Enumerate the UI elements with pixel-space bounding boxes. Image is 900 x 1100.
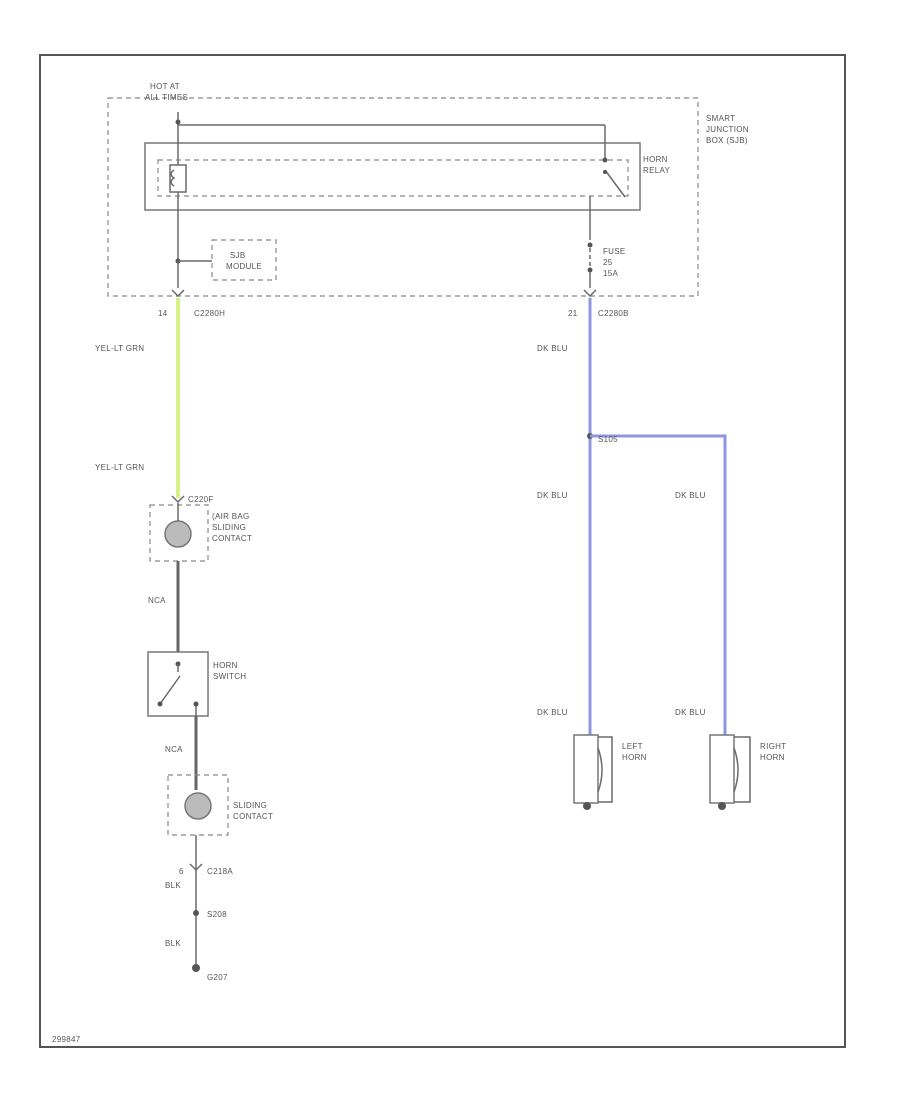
horn-switch-arm <box>159 675 181 705</box>
horn-switch-output-contact <box>193 701 199 707</box>
label-sliding-contact-2: CONTACT <box>233 812 273 821</box>
label-fuse-1: FUSE <box>603 247 626 256</box>
horn-relay-inner <box>157 159 629 197</box>
label-air-bag-3: CONTACT <box>212 534 252 543</box>
label-wire-nca-lower: NCA <box>165 745 183 754</box>
label-horn-relay-1: HORN <box>643 155 668 164</box>
label-wire-dk-blu-mid-right: DK BLU <box>675 491 706 500</box>
connector-c218a-symbol <box>189 863 203 872</box>
label-splice-s105: S105 <box>598 435 618 444</box>
relay-coil-winding <box>170 169 176 187</box>
relay-switch-arm <box>604 169 626 198</box>
label-fuse-2: 25 <box>603 258 613 267</box>
label-figure-id: 299847 <box>52 1035 81 1044</box>
label-wire-dk-blu-low-left: DK BLU <box>537 708 568 717</box>
label-ground-g207: G207 <box>207 973 228 982</box>
diagram-frame <box>39 54 846 1048</box>
label-right-horn-2: HORN <box>760 753 785 762</box>
horn-switch-box <box>147 651 209 717</box>
left-horn-symbol <box>573 734 613 810</box>
ground-g207-dot <box>192 964 200 972</box>
label-connector-c220f: C220F <box>188 495 214 504</box>
label-wire-dk-blu-low-right: DK BLU <box>675 708 706 717</box>
label-wire-dk-blu-top: DK BLU <box>537 344 568 353</box>
label-left-horn-1: LEFT <box>622 742 643 751</box>
label-sjb-module-1: SJB <box>230 251 246 260</box>
horn-relay-housing <box>144 142 641 211</box>
connector-c2280h-symbol <box>171 289 185 298</box>
label-wire-blk-lower: BLK <box>165 939 181 948</box>
label-connector-c2280b: C2280B <box>598 309 629 318</box>
label-connector-c2280h: C2280H <box>194 309 225 318</box>
dk-blu-wire-branch <box>590 434 727 735</box>
relay-contact-pivot <box>603 170 607 174</box>
label-connector-c218a: C218A <box>207 867 233 876</box>
label-horn-relay-2: RELAY <box>643 166 671 175</box>
hot-feed-junction <box>175 119 181 125</box>
sliding-contact-box <box>167 774 229 836</box>
label-sliding-contact-1: SLIDING <box>233 801 267 810</box>
label-fuse-3: 15A <box>603 269 618 278</box>
label-wire-yel-grn-top: YEL-LT GRN <box>95 344 144 353</box>
relay-coil <box>169 164 187 193</box>
label-wire-blk-upper: BLK <box>165 881 181 890</box>
label-air-bag-1: (AIR BAG <box>212 512 250 521</box>
relay-contact-fixed <box>602 157 608 163</box>
label-hot-at-all-times-2: ALL TIMES <box>145 93 188 102</box>
label-sjb-3: BOX (SJB) <box>706 136 748 145</box>
label-horn-switch-2: SWITCH <box>213 672 246 681</box>
splice-s208-dot <box>193 910 199 916</box>
label-sjb-1: SMART <box>706 114 735 123</box>
air-bag-sliding-contact-box <box>149 504 209 562</box>
fuse-terminal-bottom <box>587 267 593 273</box>
label-pin-6: 6 <box>179 867 184 876</box>
right-horn-symbol <box>709 734 751 810</box>
sjb-module-box <box>211 239 277 281</box>
label-wire-yel-grn-bottom: YEL-LT GRN <box>95 463 144 472</box>
label-horn-switch-1: HORN <box>213 661 238 670</box>
fuse-terminal-top <box>587 242 593 248</box>
smart-junction-box-boundary <box>107 97 699 297</box>
label-wire-dk-blu-mid-left: DK BLU <box>537 491 568 500</box>
label-right-horn-1: RIGHT <box>760 742 786 751</box>
horn-switch-contact-bottom <box>157 701 163 707</box>
label-sjb-2: JUNCTION <box>706 125 749 134</box>
label-wire-nca-upper: NCA <box>148 596 166 605</box>
label-air-bag-2: SLIDING <box>212 523 246 532</box>
label-pin-14: 14 <box>158 309 168 318</box>
label-splice-s208: S208 <box>207 910 227 919</box>
label-hot-at-all-times-1: HOT AT <box>150 82 180 91</box>
connector-c220f-symbol <box>171 495 185 504</box>
label-sjb-module-2: MODULE <box>226 262 262 271</box>
connector-c2280b-symbol <box>583 289 597 298</box>
sliding-contact-symbol <box>184 792 212 820</box>
label-pin-21: 21 <box>568 309 578 318</box>
label-left-horn-2: HORN <box>622 753 647 762</box>
air-bag-sliding-contact-symbol <box>164 520 192 548</box>
